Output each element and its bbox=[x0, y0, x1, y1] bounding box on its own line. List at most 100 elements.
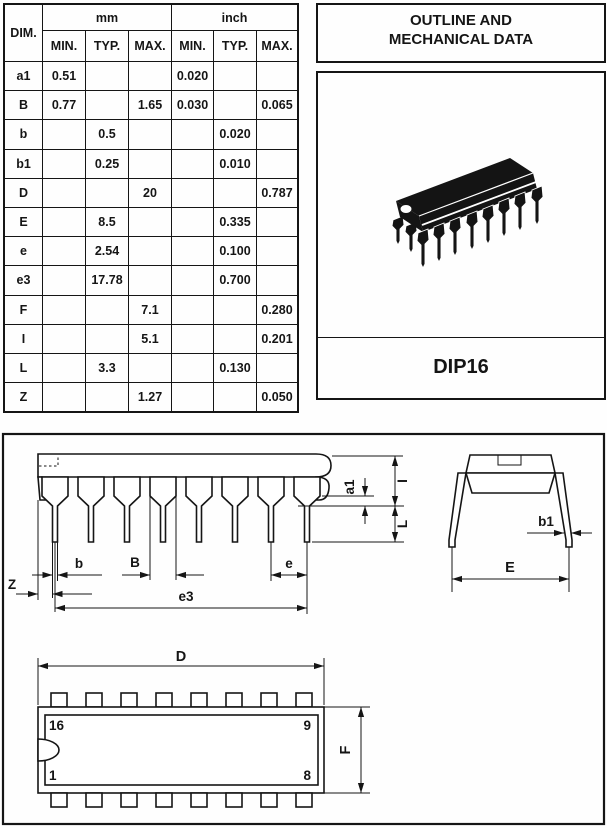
table-cell bbox=[171, 294, 214, 325]
table-row: b 0.5 0.020 bbox=[3, 119, 299, 150]
table-cell: 0.77 bbox=[42, 90, 86, 121]
dim-label: D bbox=[3, 177, 43, 208]
dim-label: e bbox=[3, 236, 43, 267]
package-top-face bbox=[396, 158, 533, 216]
table-cell: 1.27 bbox=[128, 382, 172, 413]
table-cell: 1.65 bbox=[128, 90, 172, 121]
table-cell: 0.5 bbox=[85, 119, 129, 150]
table-cell: 0.020 bbox=[213, 119, 257, 150]
table-row: e 2.54 0.100 bbox=[3, 236, 299, 267]
table-cell bbox=[171, 206, 214, 238]
table-cell bbox=[85, 294, 129, 325]
table-row: a1 0.51 0.020 bbox=[3, 60, 299, 92]
side-view-drawing: a1 I L b Z B bbox=[8, 453, 410, 614]
table-subheader: MIN. bbox=[171, 30, 214, 62]
table-cell bbox=[171, 323, 214, 354]
table-cell: 0.050 bbox=[256, 382, 299, 413]
table-row: D 20 0.787 bbox=[3, 177, 299, 208]
dim-label: e3 bbox=[3, 265, 43, 296]
table-cell bbox=[42, 119, 86, 150]
table-cell bbox=[42, 294, 86, 325]
title-box: OUTLINE AND MECHANICAL DATA bbox=[316, 3, 606, 63]
table-cell bbox=[42, 148, 86, 179]
dim-label-B: B bbox=[130, 555, 140, 570]
table-cell bbox=[256, 206, 299, 238]
table-cell bbox=[42, 265, 86, 296]
pin-number-16: 16 bbox=[49, 718, 65, 733]
table-cell bbox=[213, 90, 257, 121]
table-subheader: MIN. bbox=[42, 30, 86, 62]
table-cell: 0.787 bbox=[256, 177, 299, 208]
table-cell: 20 bbox=[128, 177, 172, 208]
table-cell: 2.54 bbox=[85, 236, 129, 267]
table-cell bbox=[42, 352, 86, 384]
dim-label: b1 bbox=[3, 148, 43, 179]
table-header-mm: mm bbox=[42, 3, 172, 31]
table-cell bbox=[171, 177, 214, 208]
dim-label: a1 bbox=[3, 60, 43, 92]
table-cell: 3.3 bbox=[85, 352, 129, 384]
package-box: DIP16 bbox=[316, 71, 606, 400]
table-cell: 0.700 bbox=[213, 265, 257, 296]
table-cell: 0.335 bbox=[213, 206, 257, 238]
dim-label-E: E bbox=[505, 560, 515, 576]
dim-label-e: e bbox=[285, 556, 293, 571]
table-cell bbox=[42, 382, 86, 413]
table-cell bbox=[42, 206, 86, 238]
dimensions-table: DIM. mm inch MIN. TYP. MAX. MIN. TYP. MA… bbox=[3, 3, 299, 414]
table-row: Z 1.27 0.050 bbox=[3, 382, 299, 413]
drawing-box-border bbox=[1, 432, 606, 826]
table-subheader: TYP. bbox=[85, 30, 129, 62]
table-cell bbox=[128, 148, 172, 179]
table-cell bbox=[128, 60, 172, 92]
table-cell: 8.5 bbox=[85, 206, 129, 238]
table-cell bbox=[85, 90, 129, 121]
table-row: B 0.77 1.65 0.030 0.065 bbox=[3, 90, 299, 121]
dim-label: E bbox=[3, 206, 43, 238]
table-cell bbox=[85, 382, 129, 413]
dim-label: I bbox=[3, 323, 43, 354]
table-cell bbox=[213, 323, 257, 354]
dim-label-Z: Z bbox=[8, 577, 16, 592]
table-cell: 0.25 bbox=[85, 148, 129, 179]
pin1-notch bbox=[37, 738, 60, 762]
table-subheader: MAX. bbox=[128, 30, 172, 62]
table-cell: 0.51 bbox=[42, 60, 86, 92]
pin-number-1: 1 bbox=[49, 768, 57, 783]
table-cell bbox=[42, 323, 86, 354]
pin-number-9: 9 bbox=[303, 718, 311, 733]
dim-label-b: b bbox=[75, 556, 83, 571]
table-row: e3 17.78 0.700 bbox=[3, 265, 299, 296]
table-cell bbox=[256, 265, 299, 296]
table-cell bbox=[256, 352, 299, 384]
dip16-isometric-drawing bbox=[391, 158, 544, 270]
table-cell: 0.130 bbox=[213, 352, 257, 384]
table-cell bbox=[128, 352, 172, 384]
dim-label-e3: e3 bbox=[178, 589, 194, 604]
dim-label-D: D bbox=[176, 649, 186, 665]
pin-number-8: 8 bbox=[303, 768, 311, 783]
table-cell: 0.020 bbox=[171, 60, 214, 92]
table-row: L 3.3 0.130 bbox=[3, 352, 299, 384]
table-cell bbox=[256, 60, 299, 92]
table-cell bbox=[171, 352, 214, 384]
dim-label-b1: b1 bbox=[538, 514, 554, 529]
table-subheader: TYP. bbox=[213, 30, 257, 62]
table-cell bbox=[42, 177, 86, 208]
table-cell bbox=[213, 294, 257, 325]
pin1-index-notch bbox=[400, 205, 412, 213]
dim-label-I: I bbox=[395, 479, 410, 483]
dim-label: F bbox=[3, 294, 43, 325]
title-line1: OUTLINE AND bbox=[410, 12, 512, 29]
table-cell: 17.78 bbox=[85, 265, 129, 296]
table-cell bbox=[42, 236, 86, 267]
table-header-inch: inch bbox=[171, 3, 299, 31]
table-header-dim: DIM. bbox=[3, 3, 43, 62]
table-cell bbox=[213, 177, 257, 208]
package-front-face bbox=[419, 173, 537, 232]
table-cell bbox=[171, 265, 214, 296]
mechanical-drawings: a1 I L b Z B bbox=[1, 432, 606, 826]
dim-label: L bbox=[3, 352, 43, 384]
table-cell bbox=[128, 265, 172, 296]
table-cell: 0.280 bbox=[256, 294, 299, 325]
